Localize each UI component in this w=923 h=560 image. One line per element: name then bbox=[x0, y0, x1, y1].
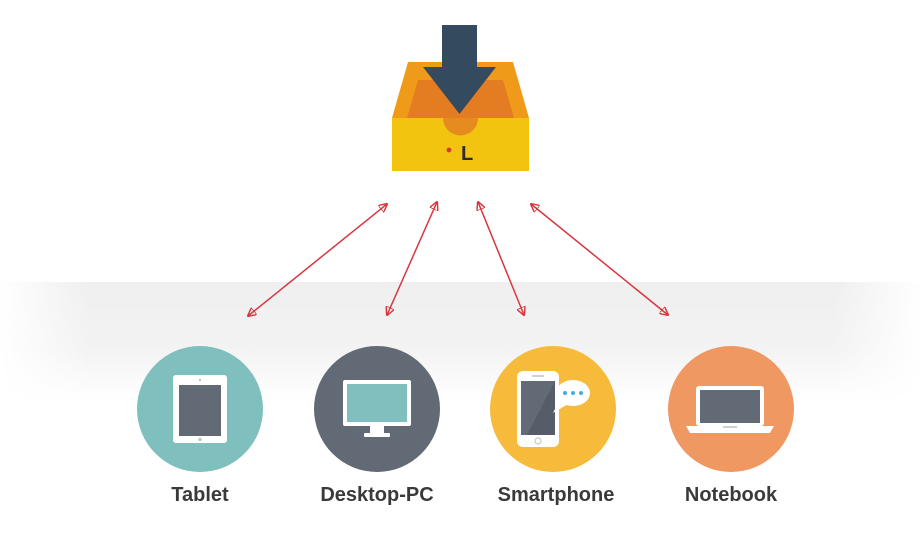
download-tray-icon: L bbox=[392, 25, 529, 171]
label-desktop-pc: Desktop-PC bbox=[320, 484, 434, 506]
desktop-icon bbox=[343, 380, 411, 437]
label-notebook: Notebook bbox=[684, 484, 778, 506]
device-tablet bbox=[137, 346, 263, 472]
sync-arrow-tablet bbox=[248, 204, 387, 316]
sync-arrow-notebook bbox=[531, 204, 668, 315]
label-tablet: Tablet bbox=[171, 484, 229, 506]
device-notebook bbox=[668, 346, 794, 472]
sync-arrows bbox=[248, 202, 668, 316]
logo-dot bbox=[446, 147, 452, 153]
logo-letter: L bbox=[461, 143, 473, 165]
label-smartphone: Smartphone bbox=[497, 484, 615, 506]
chat-bubble-icon bbox=[553, 380, 590, 413]
device-smartphone bbox=[490, 346, 616, 472]
notebook-icon bbox=[686, 386, 774, 433]
download-arrow-icon bbox=[423, 25, 496, 114]
sync-arrow-desktop bbox=[387, 202, 437, 315]
tablet-icon bbox=[173, 375, 227, 443]
device-desktop bbox=[314, 346, 440, 472]
smartphone-icon bbox=[517, 371, 559, 447]
sync-arrow-smartphone bbox=[478, 202, 524, 315]
